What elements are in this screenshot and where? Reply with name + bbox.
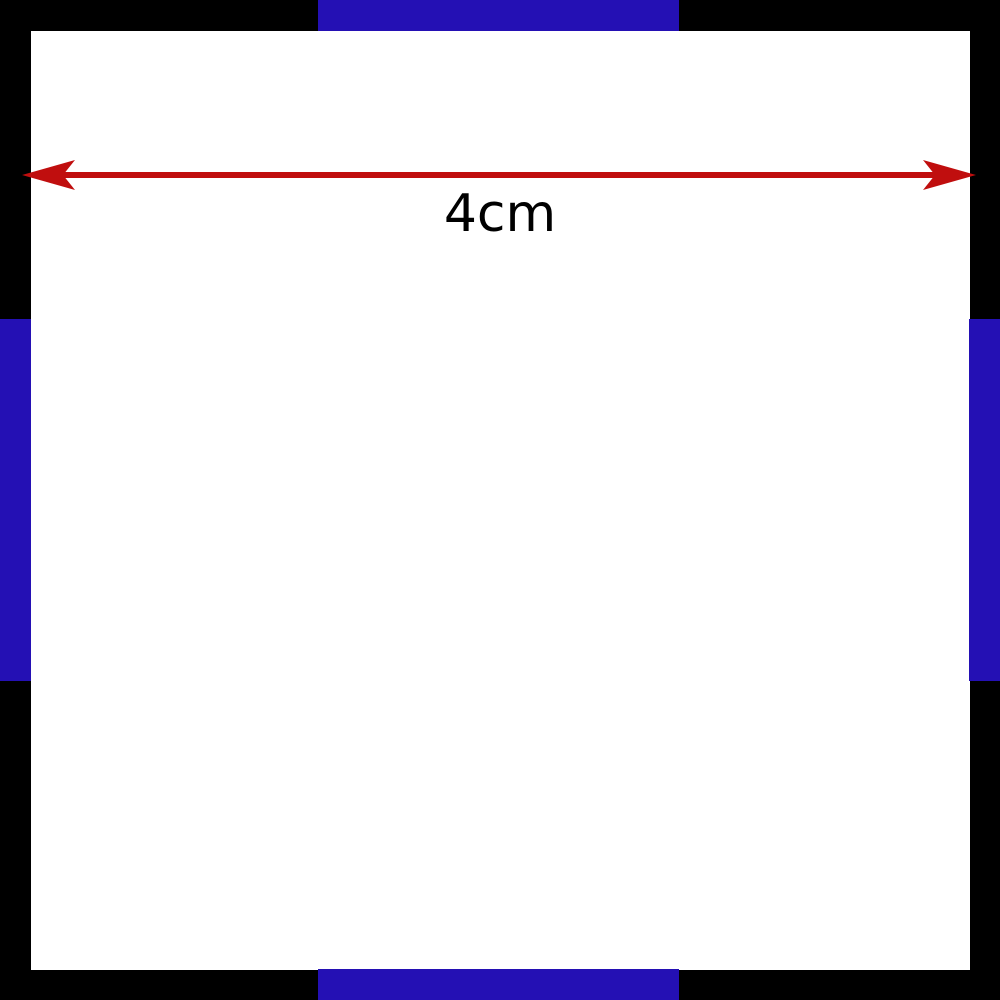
dimension-label: 4cm <box>443 184 557 244</box>
side-marker-top <box>318 0 679 31</box>
square-interior <box>31 31 970 970</box>
dimension-arrowhead-left <box>22 160 75 190</box>
side-marker-bottom <box>318 969 679 1000</box>
side-marker-left <box>0 319 31 681</box>
dimension-arrowhead-right <box>923 160 976 190</box>
side-marker-right <box>969 319 1000 681</box>
